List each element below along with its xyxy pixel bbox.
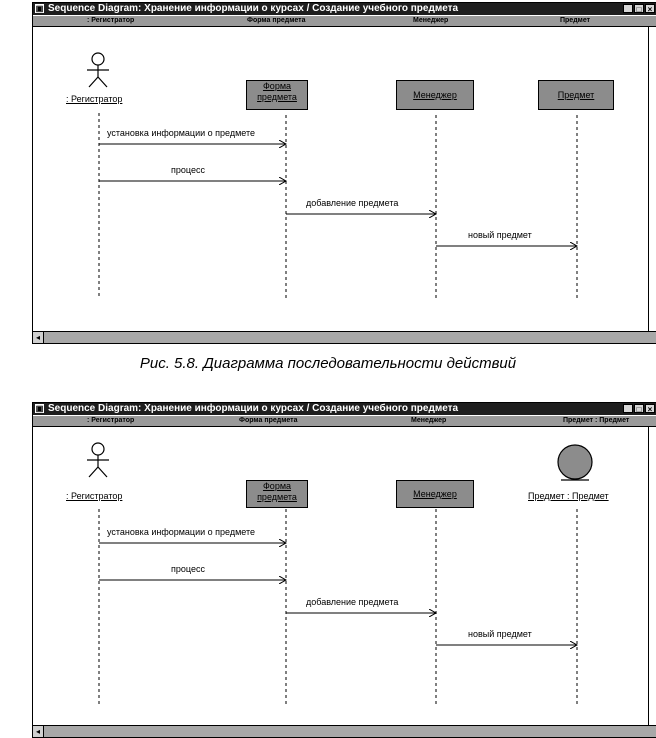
- minimize-button[interactable]: _: [623, 4, 633, 14]
- diagram-graphics: [87, 52, 656, 299]
- object-form[interactable]: Форма предмета: [246, 80, 308, 110]
- object-manager[interactable]: Менеджер: [396, 80, 474, 110]
- object-form[interactable]: Форма предмета: [246, 480, 308, 508]
- window-title: Sequence Diagram: Хранение информации о …: [48, 3, 459, 14]
- object-manager-label: Менеджер: [413, 489, 457, 499]
- horizontal-scrollbar[interactable]: ◂: [33, 725, 656, 737]
- window-titlebar[interactable]: ▣ Sequence Diagram: Хранение информации …: [33, 3, 656, 15]
- diagram-canvas[interactable]: : Регистратор Форма предмета Менеджер Пр…: [33, 27, 656, 331]
- object-subject[interactable]: Предмет: [538, 80, 614, 110]
- vertical-scrollbar[interactable]: [648, 27, 656, 331]
- header-subject[interactable]: Предмет: [560, 17, 591, 24]
- lifeline-header-bar: : Регистратор Форма предмета Менеджер Пр…: [33, 416, 656, 427]
- header-registrar[interactable]: : Регистратор: [87, 17, 135, 24]
- scroll-left-arrow-icon[interactable]: ◂: [33, 726, 44, 737]
- system-menu-icon[interactable]: ▣: [35, 404, 44, 413]
- header-form[interactable]: Форма предмета: [247, 17, 306, 24]
- sequence-diagram-window-1: ▣ Sequence Diagram: Хранение информации …: [32, 2, 656, 344]
- header-manager[interactable]: Менеджер: [413, 17, 449, 24]
- object-subject-label[interactable]: Предмет : Предмет: [528, 491, 609, 501]
- object-manager-label: Менеджер: [413, 90, 457, 100]
- message-label-2[interactable]: процесс: [171, 564, 205, 574]
- close-button[interactable]: ×: [645, 4, 655, 14]
- message-label-2[interactable]: процесс: [171, 165, 205, 175]
- actor-stick-figure-icon[interactable]: [87, 442, 109, 478]
- header-form[interactable]: Форма предмета: [239, 417, 298, 424]
- message-label-3[interactable]: добавление предмета: [306, 597, 399, 607]
- figure-caption: Рис. 5.8. Диаграмма последовательности д…: [139, 355, 517, 372]
- diagram-graphics: [87, 442, 593, 707]
- header-registrar[interactable]: : Регистратор: [87, 417, 135, 424]
- close-button[interactable]: ×: [645, 404, 655, 414]
- minimize-button[interactable]: _: [623, 404, 633, 414]
- maximize-button[interactable]: □: [634, 4, 644, 14]
- vertical-scrollbar[interactable]: [648, 427, 656, 725]
- header-subject[interactable]: Предмет : Предмет: [563, 417, 630, 424]
- message-label-1[interactable]: установка информации о предмете: [107, 527, 256, 537]
- object-form-label: Форма предмета: [257, 481, 297, 502]
- actor-label[interactable]: : Регистратор: [66, 491, 123, 501]
- scroll-left-arrow-icon[interactable]: ◂: [33, 332, 44, 343]
- entity-circle-icon[interactable]: [557, 444, 593, 481]
- message-label-4[interactable]: новый предмет: [468, 230, 532, 240]
- maximize-button[interactable]: □: [634, 404, 644, 414]
- sequence-diagram-window-2: ▣ Sequence Diagram: Хранение информации …: [32, 402, 656, 738]
- message-label-3[interactable]: добавление предмета: [306, 198, 399, 208]
- diagram-canvas[interactable]: : Регистратор Форма предмета Менеджер Пр…: [33, 427, 656, 725]
- message-label-1[interactable]: установка информации о предмете: [107, 128, 256, 138]
- actor-label[interactable]: : Регистратор: [66, 94, 123, 104]
- object-form-label: Форма предмета: [257, 81, 297, 102]
- window-titlebar[interactable]: ▣ Sequence Diagram: Хранение информации …: [33, 403, 656, 415]
- horizontal-scrollbar[interactable]: ◂: [33, 331, 656, 343]
- actor-stick-figure-icon[interactable]: [87, 52, 109, 88]
- object-subject-label: Предмет: [557, 90, 595, 100]
- object-manager[interactable]: Менеджер: [396, 480, 474, 508]
- header-manager[interactable]: Менеджер: [411, 417, 447, 424]
- lifeline-header-bar: : Регистратор Форма предмета Менеджер Пр…: [33, 16, 656, 27]
- message-label-4[interactable]: новый предмет: [468, 629, 532, 639]
- system-menu-icon[interactable]: ▣: [35, 4, 44, 13]
- window-title: Sequence Diagram: Хранение информации о …: [48, 403, 459, 414]
